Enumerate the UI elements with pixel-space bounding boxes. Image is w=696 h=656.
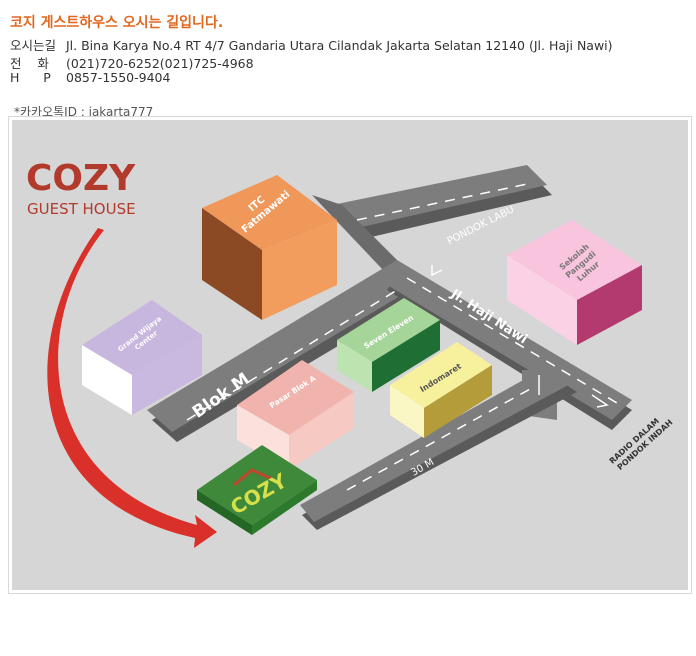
logo-title: COZY [26,158,136,199]
kakao-id: *카카오톡ID : jakarta777 [14,105,154,119]
direction-arrow [47,228,217,548]
phone-value: (021)720-6252(021)725-4968 [66,56,254,71]
cozy-guesthouse-building: COZY [197,445,317,535]
itc-fatmawati-building: ITC Fatmawati [202,175,337,320]
logo-subtitle: GUEST HOUSE [27,200,136,218]
location-map: COZY GUEST HOUSE ITC Fatmawati Grand Wij… [8,116,692,594]
sekolah-building: Sekolah Pangudi Luhur [507,220,642,345]
cozy-logo: COZY GUEST HOUSE [26,158,136,218]
address-row: 오시는길 Jl. Bina Karya No.4 RT 4/7 Gandaria … [10,35,613,54]
svg-text:Sekolah Pangudi: Sekolah Pangudi Luhur [557,240,606,288]
address-label: 오시는길 [10,38,57,53]
map-illustration: COZY GUEST HOUSE ITC Fatmawati Grand Wij… [12,120,688,590]
grand-wijaya-building: Grand Wijaya Center [82,300,202,415]
hp-row: H P 0857-1550-9404 [10,70,170,85]
indomaret-building: Indomaret [390,342,492,438]
address-value: Jl. Bina Karya No.4 RT 4/7 Gandaria Utar… [66,38,613,53]
phone-row: 전 화 (021)720-6252(021)725-4968 [10,53,254,72]
page-title: 코지 게스트하우스 오시는 길입니다. [10,15,224,31]
hp-label: H P [10,70,51,85]
seven-eleven-building: Seven Eleven [337,298,440,392]
pasar-blok-a-building: Pasar Blok A [237,360,354,470]
hp-value: 0857-1550-9404 [66,70,171,85]
road-network [147,165,632,530]
phone-label: 전 화 [10,56,49,71]
